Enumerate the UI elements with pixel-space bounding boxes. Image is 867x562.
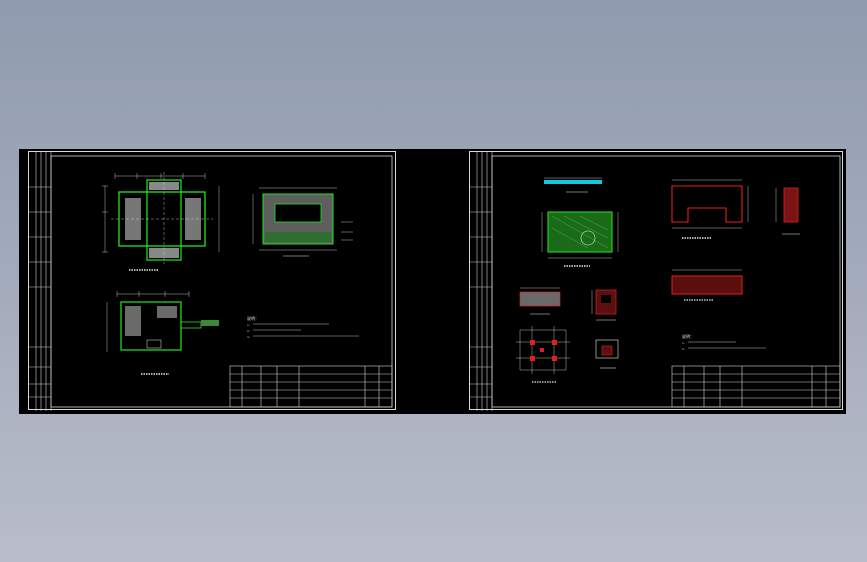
notes-title: 说明： [682, 333, 694, 339]
detail-3 [516, 326, 570, 383]
svg-text:3.: 3. [247, 335, 251, 339]
svg-text:1.: 1. [247, 323, 251, 327]
cross-section [106, 291, 219, 375]
detail-1 [519, 287, 561, 315]
inner-frame [491, 155, 841, 408]
cover-plate-plan [541, 211, 619, 267]
notes-block: 说明： 1. 2. [682, 333, 766, 351]
sheet-left-graphics: 说明： 1. 2. 3. [29, 152, 393, 411]
notes-block: 说明： 1. 2. 3. [247, 315, 359, 339]
beam-elevation [671, 179, 749, 239]
detail-2 [591, 289, 617, 321]
section-c-c [544, 177, 602, 193]
left-margin-strip [29, 152, 52, 411]
beam-plan [671, 269, 743, 301]
section-a-a [252, 187, 353, 257]
svg-text:2.: 2. [247, 329, 251, 333]
notes-title: 说明： [247, 315, 259, 321]
title-block [229, 365, 393, 408]
sheet-right-graphics: 说明： 1. 2. [470, 152, 841, 411]
title-block [671, 365, 841, 408]
plan-view [102, 172, 220, 271]
drawing-sheet-left: 说明： 1. 2. 3. [28, 151, 396, 411]
drawing-sheet-right: 说明： 1. 2. [469, 151, 843, 411]
inner-frame [50, 155, 393, 408]
cad-drawing-canvas[interactable]: 说明： 1. 2. 3. [19, 149, 846, 414]
section-b-b [775, 187, 800, 235]
detail-4 [595, 339, 619, 369]
svg-text:2.: 2. [682, 347, 686, 351]
svg-text:1.: 1. [682, 341, 686, 345]
left-margin-strip [470, 152, 493, 411]
